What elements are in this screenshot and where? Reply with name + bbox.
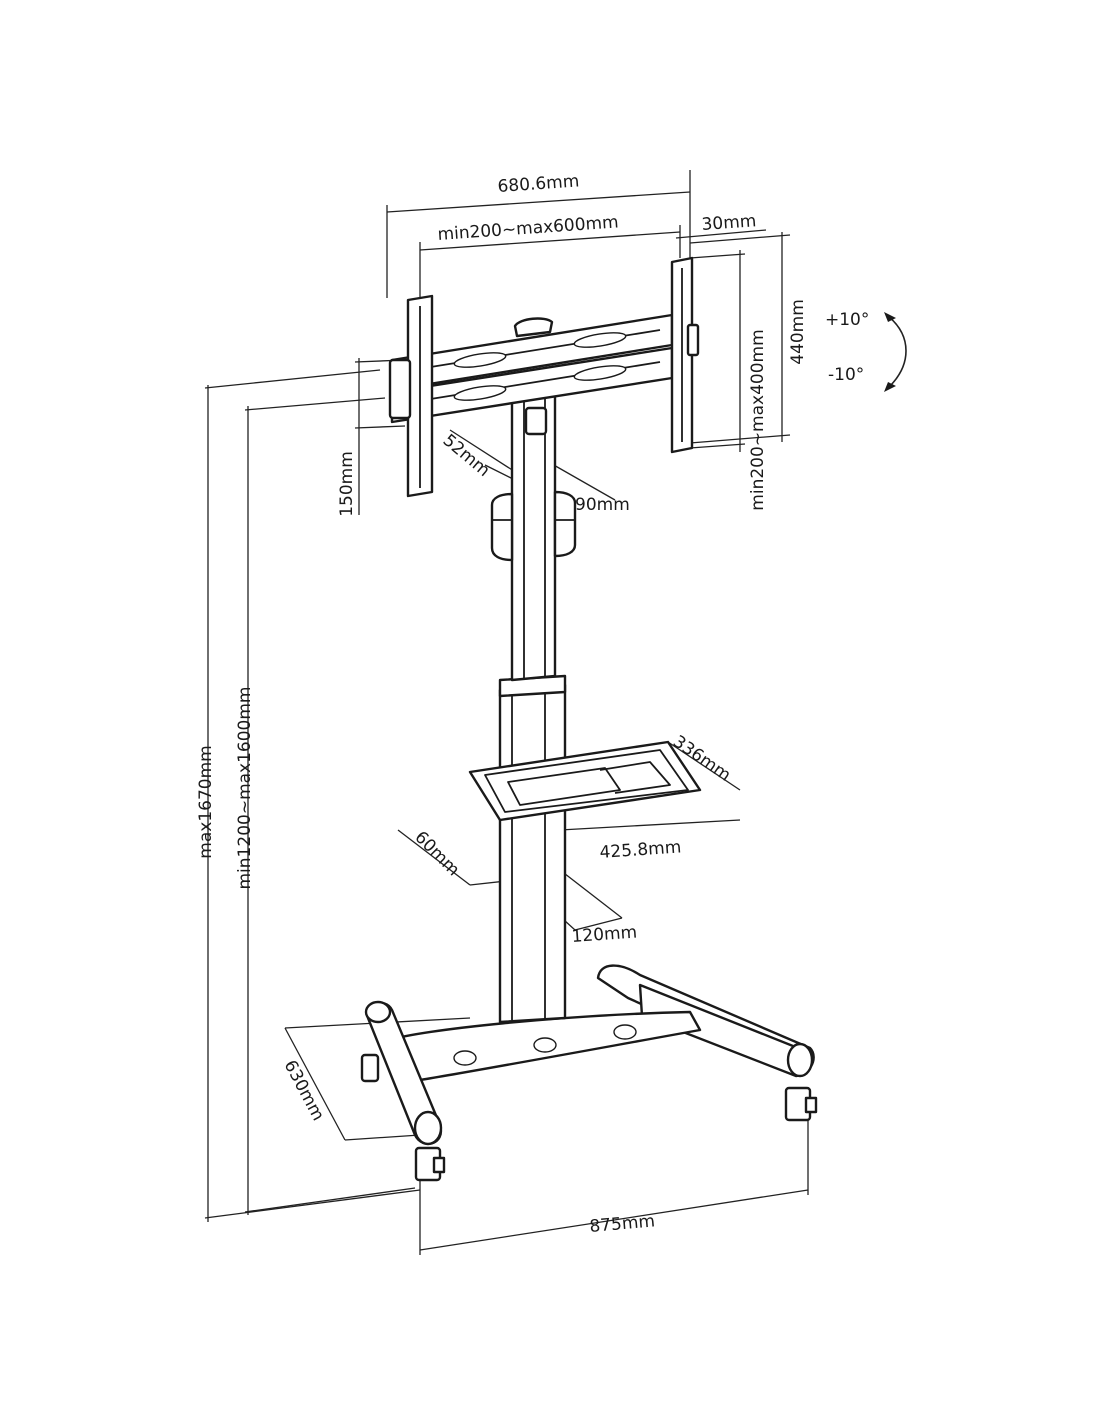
label-base-depth: 630mm	[280, 1057, 328, 1124]
label-vesa-range: min200~max600mm	[437, 212, 619, 245]
base	[360, 964, 818, 1182]
shelf	[468, 740, 702, 822]
label-overall-width: 680.6mm	[497, 171, 580, 197]
label-shelf-width: 425.8mm	[599, 837, 682, 863]
label-max-height: max1670mm	[196, 745, 216, 858]
label-vesa-vertical-range: min200~max400mm	[748, 329, 768, 510]
label-pole-lower-width: 120mm	[571, 922, 638, 947]
label-arm-height: 150mm	[337, 451, 357, 517]
label-bracket-depth: 30mm	[701, 211, 757, 235]
label-bracket-height: 440mm	[788, 299, 808, 365]
label-pole-lower-depth: 60mm	[410, 827, 463, 880]
tv-bracket	[388, 256, 700, 498]
label-tilt-up: +10°	[825, 310, 869, 330]
label-height-range: min1200~max1600mm	[235, 687, 255, 890]
label-pole-width: 90mm	[575, 495, 630, 515]
pole	[490, 386, 577, 1024]
label-base-width: 875mm	[589, 1211, 656, 1237]
label-pole-depth: 52mm	[439, 431, 494, 482]
label-tilt-down: -10°	[828, 365, 864, 385]
